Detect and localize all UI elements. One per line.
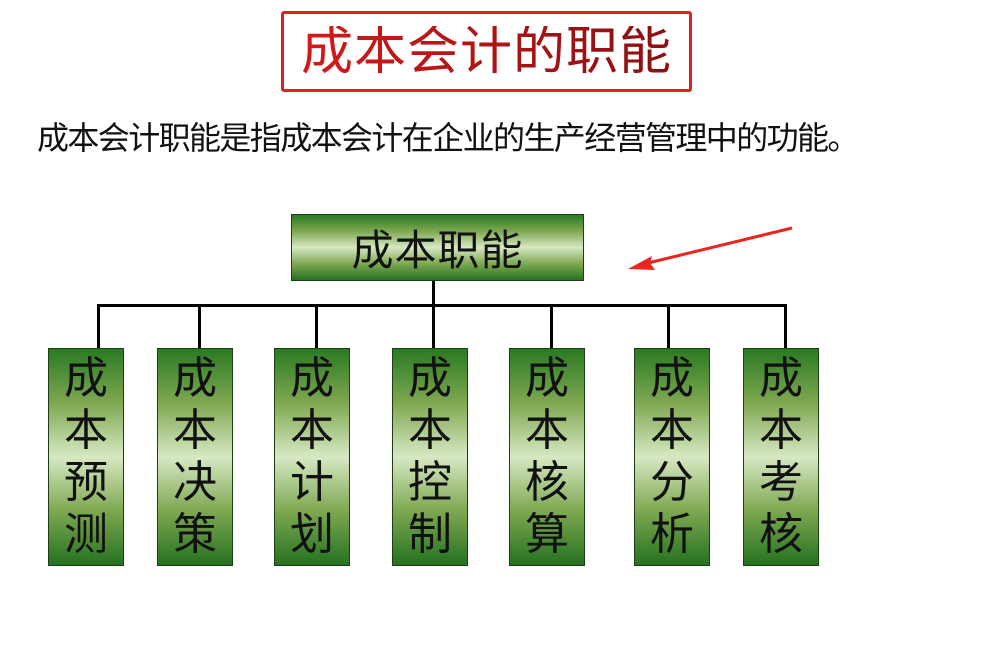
node-char: 本	[650, 405, 694, 456]
node-char: 成	[650, 353, 694, 404]
node-char: 成	[408, 353, 452, 404]
title-box: 成本会计的职能	[281, 11, 692, 92]
root-node-label: 成本职能	[351, 226, 524, 275]
connector-drop	[198, 304, 201, 350]
node-char: 划	[290, 509, 334, 560]
node-char: 成	[64, 353, 108, 404]
node-char: 成	[759, 353, 803, 404]
connector-drop	[97, 304, 100, 350]
node-char: 成	[525, 353, 569, 404]
node-char: 制	[408, 509, 452, 560]
connector-trunk	[432, 281, 435, 306]
node-cost-plan: 成 本 计 划	[274, 348, 350, 566]
root-node: 成本职能	[291, 214, 584, 281]
node-char: 策	[173, 509, 217, 560]
node-char: 成	[290, 353, 334, 404]
node-char: 算	[525, 509, 569, 560]
node-cost-accounting: 成 本 核 算	[509, 348, 585, 566]
connector-drop	[315, 304, 318, 350]
node-char: 预	[64, 457, 108, 508]
node-char: 考	[759, 457, 803, 508]
node-char: 核	[525, 457, 569, 508]
node-char: 本	[290, 405, 334, 456]
node-cost-assessment: 成 本 考 核	[743, 348, 819, 566]
node-char: 析	[650, 509, 694, 560]
node-char: 决	[173, 457, 217, 508]
page-title: 成本会计的职能	[300, 21, 672, 82]
connector-drop	[667, 304, 670, 350]
connector-drop	[784, 304, 787, 350]
node-char: 本	[173, 405, 217, 456]
node-char: 本	[525, 405, 569, 456]
node-cost-analysis: 成 本 分 析	[634, 348, 710, 566]
node-char: 分	[650, 457, 694, 508]
subtitle-definition: 成本会计职能是指成本会计在企业的生产经营管理中的功能。	[37, 119, 859, 157]
connector-drop	[550, 304, 553, 350]
node-char: 成	[173, 353, 217, 404]
node-char: 本	[64, 405, 108, 456]
node-char: 测	[64, 509, 108, 560]
node-char: 本	[408, 405, 452, 456]
connector-drop	[432, 304, 435, 350]
node-cost-decision: 成 本 决 策	[157, 348, 233, 566]
node-char: 计	[290, 457, 334, 508]
node-cost-control: 成 本 控 制	[392, 348, 468, 566]
node-cost-forecast: 成 本 预 测	[48, 348, 124, 566]
node-char: 控	[408, 457, 452, 508]
connector-bus	[97, 304, 787, 307]
node-char: 核	[759, 509, 803, 560]
node-char: 本	[759, 405, 803, 456]
